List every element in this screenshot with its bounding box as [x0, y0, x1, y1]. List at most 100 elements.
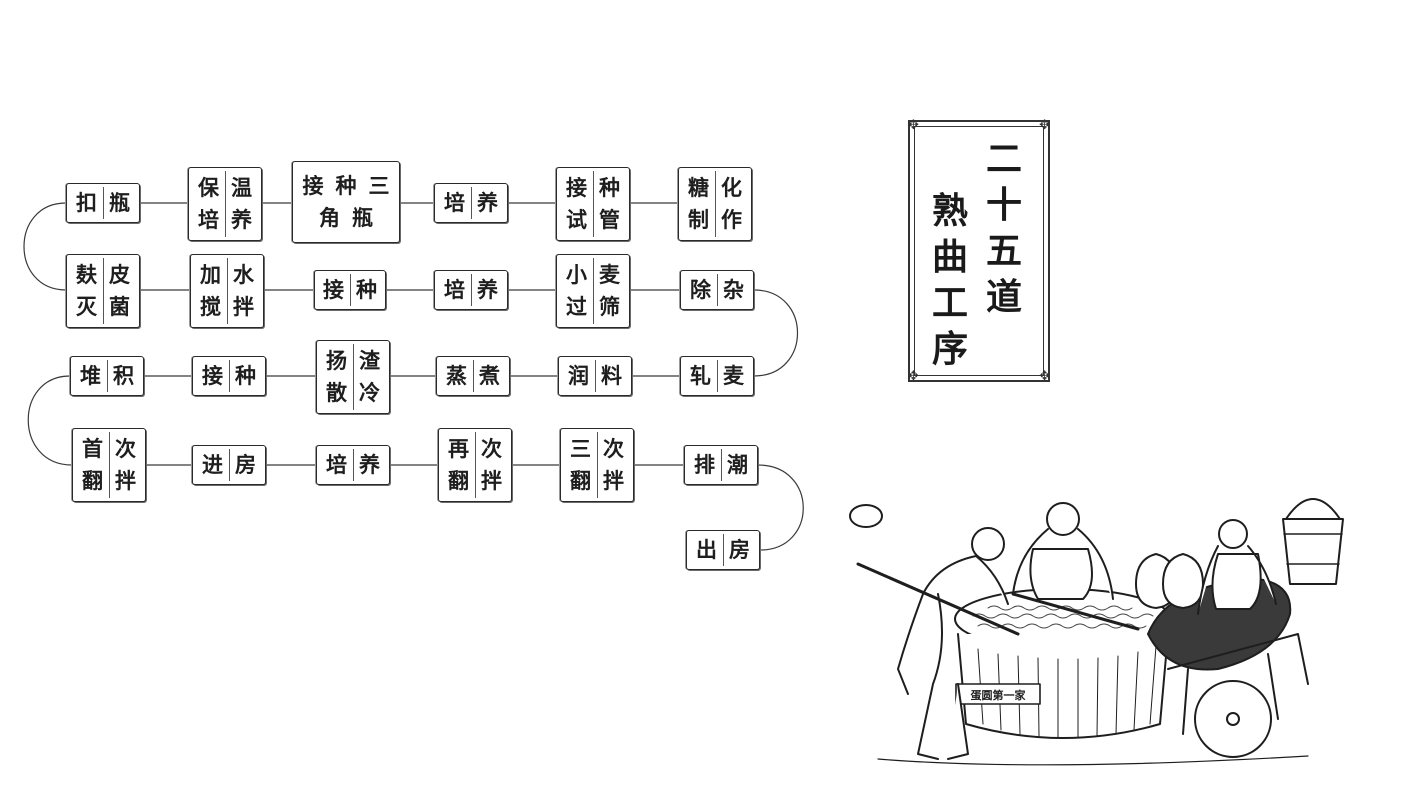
step-char: 过	[566, 294, 587, 319]
step-char: 煮	[479, 363, 500, 388]
step-char: 排	[694, 452, 715, 477]
step-char: 化	[721, 175, 742, 200]
step-char: 角	[319, 205, 340, 230]
step-char: 轧	[690, 363, 711, 388]
step-char: 接	[323, 277, 344, 302]
step-char: 养	[477, 190, 498, 215]
step-char: 种	[599, 175, 620, 200]
step-kou-ping: 扣瓶	[66, 183, 140, 223]
step-char: 瓶	[109, 190, 130, 215]
step-san-ci-fan-ban: 三次翻拌	[560, 428, 634, 502]
step-char: 翻	[448, 468, 469, 493]
step-char: 小	[566, 262, 587, 287]
step-char: 培	[198, 207, 219, 232]
step-char: 翻	[82, 468, 103, 493]
step-char: 灭	[76, 294, 97, 319]
step-char: 首	[82, 436, 103, 461]
step-char: 进	[202, 452, 223, 477]
step-zheng-zhu: 蒸煮	[436, 356, 510, 396]
title-char: 工	[932, 282, 969, 324]
step-pei-yang-3: 培养	[316, 445, 390, 485]
title-char: 十	[986, 184, 1023, 226]
step-jie-zhong-2: 接种	[192, 356, 266, 396]
step-char: 扣	[76, 190, 97, 215]
step-char: 试	[566, 207, 587, 232]
step-ya-mai: 轧麦	[680, 356, 754, 396]
step-char: 保	[198, 175, 219, 200]
title-char: 熟	[932, 190, 969, 232]
step-char: 次	[115, 436, 136, 461]
corner-ornament-icon: ✥	[1039, 369, 1050, 384]
title-char: 道	[986, 276, 1023, 318]
title-char: 序	[932, 328, 969, 370]
step-char: 搅	[200, 294, 221, 319]
step-jie-zhong-1: 接种	[314, 270, 386, 310]
step-char: 接	[302, 173, 324, 198]
step-char: 杂	[723, 277, 744, 302]
step-char: 培	[444, 190, 465, 215]
step-tang-hua-zhi-zuo: 糖化制作	[678, 167, 752, 241]
step-char: 管	[599, 207, 620, 232]
corner-ornament-icon: ✥	[908, 369, 919, 384]
step-shou-ci-fan-ban: 首次翻拌	[72, 428, 146, 502]
step-char: 麦	[599, 262, 620, 287]
step-chu-za: 除杂	[680, 270, 754, 310]
step-run-liao: 润料	[558, 356, 632, 396]
step-char: 制	[688, 207, 709, 232]
worker-middle-head	[1046, 502, 1080, 536]
step-char: 润	[568, 363, 589, 388]
tub-body	[957, 633, 1169, 739]
step-char: 三	[570, 436, 591, 461]
step-char: 筛	[599, 294, 620, 319]
ground-line	[877, 755, 1309, 766]
step-char: 房	[235, 452, 256, 477]
step-char: 再	[448, 436, 469, 461]
title-char: 曲	[932, 236, 969, 278]
step-char: 作	[721, 207, 742, 232]
connector-loop-right-2	[757, 464, 804, 551]
step-char: 养	[231, 207, 252, 232]
step-char: 种	[235, 363, 256, 388]
worker-left-head	[971, 527, 1005, 561]
step-char: 积	[113, 363, 134, 388]
step-char: 出	[696, 537, 717, 562]
qu-making-workers-illustration: 蛋圆第一家	[849, 498, 1344, 766]
step-chu-fang: 出房	[686, 530, 760, 570]
step-char: 培	[326, 452, 347, 477]
step-char: 潮	[727, 452, 748, 477]
connector-loop-right-1	[753, 289, 798, 377]
bucket	[1282, 518, 1344, 585]
worker-right-head	[1218, 519, 1248, 549]
step-jia-shui-jiao-ban: 加水搅拌	[190, 254, 264, 328]
worker-middle-rake	[1011, 592, 1140, 631]
tub-sign	[955, 683, 1041, 705]
step-zai-ci-fan-ban: 再次翻拌	[438, 428, 512, 502]
title-panel: ✥ ✥ ✥ ✥ 二十五道 熟曲工序	[908, 118, 1050, 384]
step-char: 瓶	[352, 205, 373, 230]
step-char: 接	[202, 363, 223, 388]
title-line-1: 二十五道	[986, 136, 1022, 320]
step-char: 拌	[233, 294, 254, 319]
shovel-blade	[849, 504, 883, 528]
step-fu-pi-mie-jun: 麸皮灭菌	[66, 254, 140, 328]
step-char: 水	[233, 262, 254, 287]
bucket-bands	[1283, 533, 1343, 565]
step-char: 冷	[359, 380, 380, 405]
step-char: 次	[481, 436, 502, 461]
corner-ornament-icon: ✥	[908, 118, 919, 133]
worker-middle-body	[1012, 528, 1114, 600]
step-char: 皮	[109, 262, 130, 287]
title-char: 二	[986, 138, 1023, 180]
tub-sign-text: 蛋圆第一家	[971, 688, 1027, 702]
worker-right-body	[1197, 545, 1277, 615]
step-char: 料	[601, 363, 622, 388]
connector-loop-left-2	[27, 375, 73, 466]
step-jie-zhong-san-jiao-ping: 接种三角瓶	[292, 161, 400, 243]
connector-loop-left-1	[23, 202, 67, 291]
step-char: 蒸	[446, 363, 467, 388]
step-char: 麦	[723, 363, 744, 388]
step-char: 糖	[688, 175, 709, 200]
step-char: 培	[444, 277, 465, 302]
bucket-handle	[1285, 498, 1341, 520]
step-bao-wen-pei-yang: 保温培养	[188, 167, 262, 241]
